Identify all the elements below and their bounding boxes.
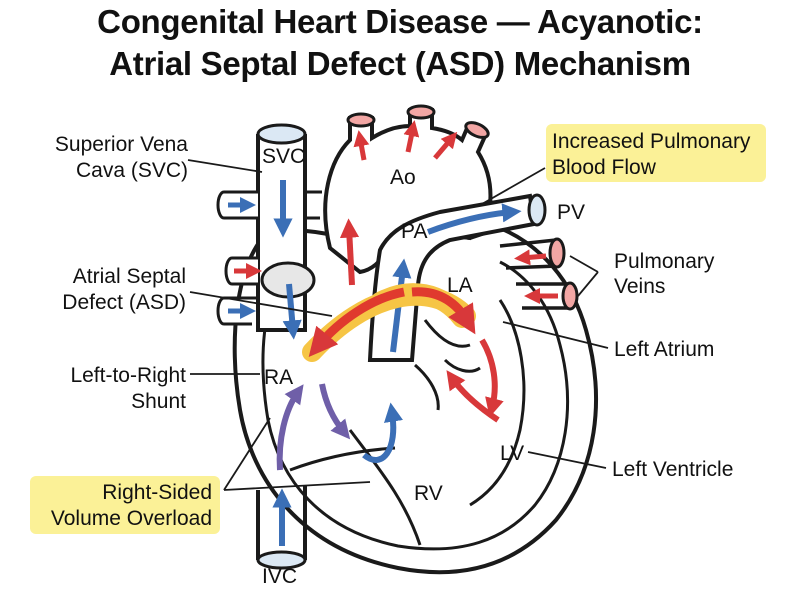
title-line-1: Congenital Heart Disease — Acyanotic: — [97, 3, 703, 40]
label-svc-line1: Superior Vena — [55, 133, 188, 156]
pulmonary-vein-lower-end — [561, 281, 579, 311]
flow-aorta-branch-1-arrow — [353, 130, 370, 161]
title-line-2: Atrial Septal Defect (ASD) Mechanism — [109, 45, 691, 82]
leader-left-ventricle — [527, 451, 607, 469]
pulmonary-vessel-pv — [527, 193, 547, 227]
label-shunt-line2: Shunt — [131, 390, 186, 413]
label-increased-flow-line1: Increased Pulmonary — [552, 130, 751, 153]
leader-overload-1 — [223, 417, 271, 491]
label-rv: RV — [414, 482, 443, 505]
label-svc: SVC — [262, 145, 305, 168]
label-pv: PV — [557, 201, 585, 224]
label-left-atrium: Left Atrium — [614, 338, 714, 361]
aorta-branch-3 — [464, 121, 490, 139]
leader-pulm-veins-1 — [569, 255, 599, 273]
aorta-branch-1 — [346, 112, 376, 128]
pulmonary-vein-upper-end — [548, 237, 566, 269]
label-overload-line2: Volume Overload — [51, 507, 212, 530]
highlight-overload — [30, 476, 220, 534]
aorta-branch-2 — [406, 104, 436, 120]
leader-pulm-veins-2 — [577, 271, 599, 297]
label-pulm-veins-line1: Pulmonary — [614, 250, 715, 273]
interventricular-septum — [348, 429, 422, 546]
myocardium-inner — [261, 260, 569, 551]
label-shunt-line1: Left-to-Right — [70, 364, 186, 387]
aortic-side-vessel — [305, 190, 322, 220]
flow-ra-up-arrow — [276, 384, 304, 471]
label-asd-line1: Atrial Septal — [73, 265, 186, 288]
flow-aorta-branch-2-arrow — [403, 120, 420, 153]
flow-rv-to-pa-arrow — [362, 402, 403, 463]
flow-aorta-branch-3-arrow — [433, 131, 458, 160]
left-ventricle-wall — [469, 299, 526, 507]
leader-svc — [187, 159, 263, 173]
label-overload-line1: Right-Sided — [102, 481, 212, 504]
pulmonary-vein-lower — [516, 282, 570, 310]
label-pa: PA — [401, 220, 427, 243]
shunt-arrow-right — [411, 287, 476, 335]
shunt-arrow-left — [308, 287, 405, 357]
flow-pulm-vein-upper-arrow — [514, 249, 547, 266]
label-la: LA — [447, 274, 473, 297]
flow-ra-to-rv-arrow — [319, 383, 351, 440]
label-pulm-veins-line2: Veins — [614, 275, 665, 298]
leader-increased-flow — [481, 167, 546, 205]
flow-pa-up-arrow — [390, 258, 412, 353]
highlight-increased-flow — [546, 124, 766, 182]
leader-asd — [189, 291, 333, 317]
label-asd-line2: Defect (ASD) — [62, 291, 186, 314]
label-ao: Ao — [390, 166, 416, 189]
flow-aorta-up-arrow — [339, 218, 360, 286]
label-ra: RA — [264, 366, 293, 389]
leader-overload-2 — [223, 481, 371, 491]
svc-opening — [256, 123, 307, 145]
inferior-vena-cava — [256, 486, 307, 560]
label-increased-flow-line2: Blood Flow — [552, 156, 657, 179]
pulmonary-vein-upper — [499, 238, 559, 270]
flow-ra-arrow — [282, 283, 302, 340]
flow-la-to-lv-arrow — [479, 338, 504, 418]
leader-left-atrium — [502, 321, 609, 349]
label-lv: LV — [500, 442, 524, 465]
label-svc-line2: Cava (SVC) — [76, 159, 188, 182]
ivc-opening — [256, 550, 307, 570]
atrioventricular-line — [289, 446, 396, 472]
label-left-ventricle: Left Ventricle — [612, 458, 733, 481]
label-ivc: IVC — [262, 565, 297, 588]
flow-lv-to-aorta-arrow — [446, 370, 500, 423]
flow-pa-to-lungs-arrow — [426, 203, 522, 235]
